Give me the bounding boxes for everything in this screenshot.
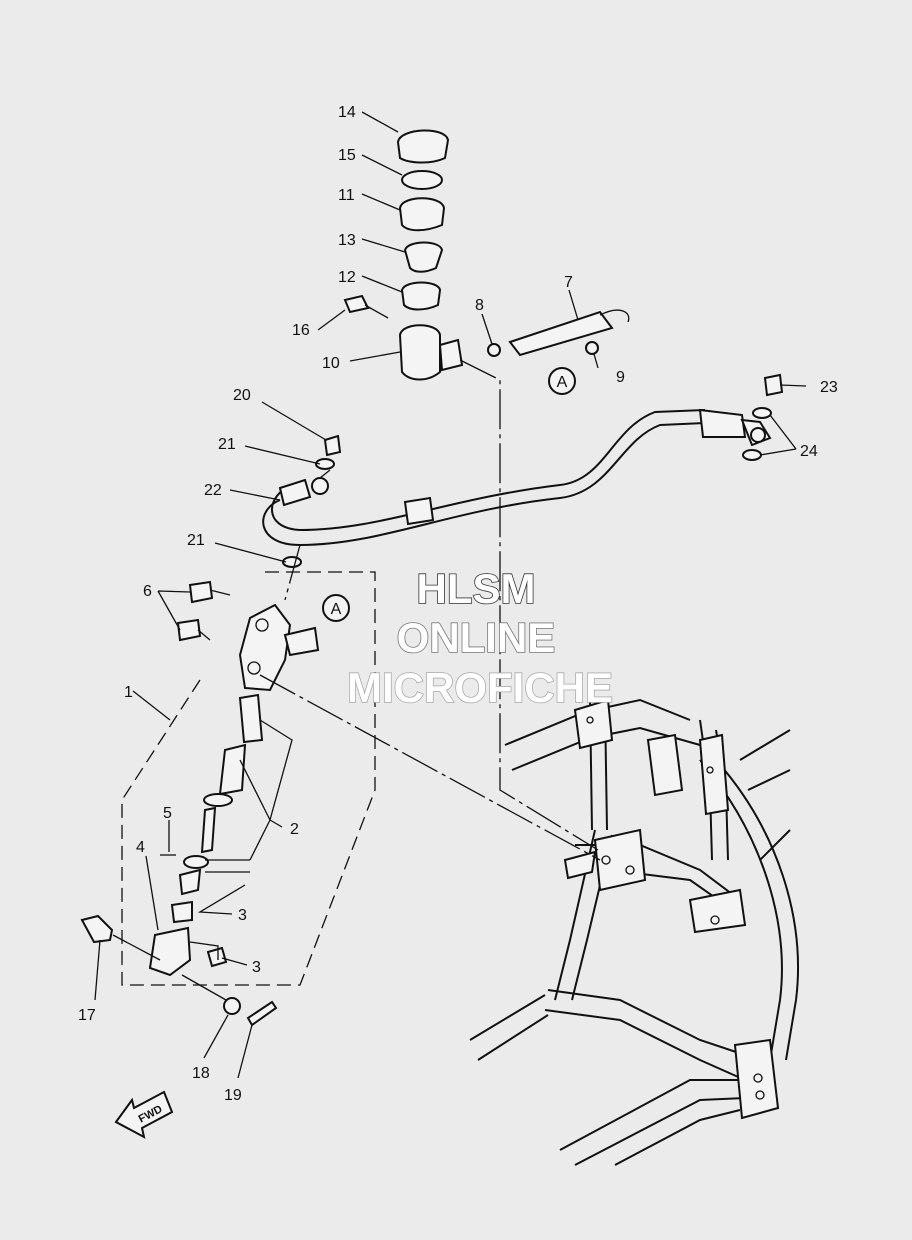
callout-21b: 21 bbox=[187, 532, 205, 549]
assembly-outline bbox=[121, 571, 376, 986]
union-bolt bbox=[323, 434, 342, 457]
nut-lower bbox=[206, 946, 228, 968]
callout-3a: 3 bbox=[238, 907, 247, 924]
fwd-arrow-icon: FWD bbox=[114, 1090, 174, 1139]
callout-2: 2 bbox=[290, 821, 299, 838]
callout-12: 12 bbox=[338, 269, 356, 286]
watermark-line-2: ONLINE bbox=[397, 614, 556, 661]
watermark-line-3: MICROFICHE bbox=[347, 664, 613, 711]
callout-7: 7 bbox=[564, 274, 573, 291]
callout-8: 8 bbox=[475, 297, 484, 314]
svg-text:A: A bbox=[557, 374, 568, 391]
connector-a-lower: A bbox=[322, 594, 350, 622]
svg-text:A: A bbox=[331, 601, 342, 618]
callout-22: 22 bbox=[204, 482, 222, 499]
callout-15: 15 bbox=[338, 147, 356, 164]
callout-3b: 3 bbox=[252, 959, 261, 976]
clevis-bolt bbox=[80, 914, 114, 944]
push-rod bbox=[200, 806, 217, 854]
callout-9: 9 bbox=[616, 369, 625, 386]
callout-4: 4 bbox=[136, 839, 145, 856]
diaphragm-plate bbox=[401, 170, 443, 190]
spring bbox=[238, 693, 264, 744]
callout-14: 14 bbox=[338, 104, 356, 121]
callout-labels: 1 2 3 3 4 5 6 7 8 9 10 11 12 13 14 15 16… bbox=[78, 104, 838, 1104]
callout-17: 17 bbox=[78, 1007, 96, 1024]
brake-hose bbox=[262, 408, 772, 547]
callout-20: 20 bbox=[233, 387, 251, 404]
callout-21a: 21 bbox=[218, 436, 236, 453]
reservoir-cap bbox=[398, 197, 446, 232]
leader-lines bbox=[94, 111, 807, 1079]
callout-6: 6 bbox=[143, 583, 152, 600]
reservoir-assembly bbox=[343, 129, 630, 381]
clip bbox=[487, 343, 501, 357]
frame bbox=[469, 698, 799, 1166]
seal bbox=[400, 281, 442, 311]
cap-cover bbox=[396, 129, 450, 164]
callout-1: 1 bbox=[124, 684, 133, 701]
callout-10: 10 bbox=[322, 355, 340, 372]
mounting-bolt-upper bbox=[188, 580, 214, 604]
callout-11: 11 bbox=[338, 187, 355, 204]
callout-23: 23 bbox=[820, 379, 838, 396]
clevis bbox=[148, 926, 192, 977]
callout-19: 19 bbox=[224, 1087, 242, 1104]
reservoir-hose bbox=[508, 310, 614, 357]
nut-upper bbox=[170, 900, 193, 924]
piston-kit bbox=[218, 743, 247, 796]
washer bbox=[223, 997, 241, 1015]
callout-18: 18 bbox=[192, 1065, 210, 1082]
watermark-line-1: HLSM bbox=[417, 565, 536, 612]
hose-bolt-rear bbox=[763, 373, 784, 397]
diaphragm bbox=[403, 241, 444, 273]
callout-24: 24 bbox=[800, 443, 818, 460]
connector-a-upper: A bbox=[548, 367, 576, 395]
reservoir-tank bbox=[398, 324, 441, 381]
master-cylinder bbox=[80, 373, 784, 1027]
mounting-bolt-lower bbox=[176, 618, 202, 642]
callout-16: 16 bbox=[292, 322, 310, 339]
callout-13: 13 bbox=[338, 232, 356, 249]
cotter-pin bbox=[246, 1000, 278, 1027]
hose-clamp bbox=[585, 341, 599, 355]
watermark: HLSM ONLINE MICROFICHE bbox=[346, 564, 614, 712]
reservoir-bolt bbox=[343, 294, 370, 314]
callout-5: 5 bbox=[163, 805, 172, 822]
